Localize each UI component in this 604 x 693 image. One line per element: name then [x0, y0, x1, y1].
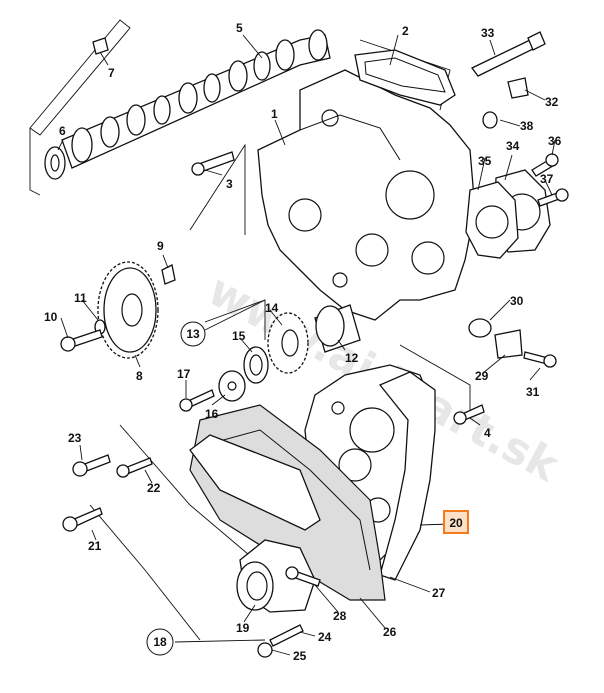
callout-14: 14	[265, 301, 279, 315]
callout-26: 26	[383, 625, 397, 639]
callout-7: 7	[108, 66, 115, 80]
bolt-25	[257, 642, 273, 658]
camshaft-frame-edge	[29, 128, 41, 196]
circlip	[161, 264, 176, 285]
callout-16: 16	[205, 407, 219, 421]
callout-12: 12	[345, 351, 359, 365]
callout-36: 36	[548, 134, 562, 148]
thrust-plate	[218, 370, 246, 402]
cover-bolt-4	[453, 404, 485, 425]
callout-37: 37	[540, 172, 554, 186]
callout-15: 15	[232, 329, 246, 343]
idler-hub	[314, 304, 361, 353]
sensor-probe	[471, 31, 546, 77]
bolt-24	[269, 624, 304, 647]
callout-32: 32	[545, 95, 559, 109]
callout-29: 29	[475, 369, 489, 383]
blanking-gasket	[468, 318, 492, 338]
callout-5: 5	[236, 21, 243, 35]
callout-1: 1	[271, 107, 278, 121]
idler-gear	[267, 312, 309, 374]
callout-35: 35	[478, 154, 492, 168]
callout-28: 28	[333, 609, 347, 623]
highlight-box[interactable]	[443, 510, 469, 534]
pump-gasket	[465, 181, 519, 259]
lower-bolts-frame-2	[89, 504, 201, 641]
front-cover-gasket	[378, 371, 436, 581]
blanking-plate-bolt	[523, 351, 557, 368]
callout-13: 13	[186, 327, 200, 341]
callout-10: 10	[44, 310, 58, 324]
callout-19: 19	[236, 621, 250, 635]
callout-11: 11	[74, 291, 87, 305]
callout-21: 21	[88, 539, 102, 553]
idler-bush	[243, 346, 269, 384]
callout-labels: 1 2 3 4 5 6 7 8 9 10 11 12 14 15 16 17 1…	[44, 21, 562, 663]
sensor-fitting	[507, 77, 529, 99]
thrust-washer	[44, 146, 66, 180]
callout-22: 22	[147, 481, 161, 495]
camshaft-gear	[97, 261, 159, 359]
housing-gasket	[354, 49, 456, 106]
housing-bolt-3	[191, 151, 235, 176]
leader-lines	[57, 34, 556, 656]
lower-cover-plate	[189, 404, 386, 601]
callout-2: 2	[402, 24, 409, 38]
callout-31: 31	[526, 385, 540, 399]
callout-18: 18	[153, 635, 167, 649]
callout-30: 30	[510, 294, 524, 308]
callout-9: 9	[157, 239, 164, 253]
pump-bolt-37	[537, 188, 569, 207]
callout-24: 24	[318, 630, 332, 644]
callout-23: 23	[68, 431, 82, 445]
camshaft	[61, 29, 331, 169]
thrust-plate-bolt	[179, 389, 215, 412]
crank-oil-seal	[236, 561, 274, 611]
callout-34: 34	[506, 139, 520, 153]
callout-4: 4	[484, 426, 491, 440]
gear-bolt	[60, 329, 103, 352]
callout-27: 27	[432, 586, 446, 600]
callout-3: 3	[226, 177, 233, 191]
callout-20-highlight[interactable]: 20	[443, 510, 469, 534]
bolt-28	[285, 566, 321, 587]
callout-13-circle: 13	[180, 321, 206, 347]
callout-6: 6	[59, 124, 66, 138]
camshaft-group-frame	[29, 19, 131, 136]
plug	[482, 111, 498, 129]
callout-8: 8	[136, 369, 143, 383]
bolt-21	[62, 507, 103, 532]
callout-38: 38	[520, 119, 534, 133]
bolt-frame	[189, 143, 246, 235]
callout-17: 17	[177, 367, 191, 381]
blanking-plate	[494, 329, 523, 359]
pump-bolt-36	[531, 153, 559, 177]
bolt-22	[116, 457, 153, 478]
callout-18-circle: 18	[146, 628, 174, 656]
callout-25: 25	[293, 649, 307, 663]
timing-case-housing	[257, 69, 476, 321]
dowel-pin	[92, 37, 109, 55]
front-cover-frame	[399, 344, 471, 410]
callout-20: 20	[449, 516, 463, 530]
callout-33: 33	[481, 26, 495, 40]
lower-bolts-frame	[119, 424, 256, 561]
bolt-23	[72, 454, 111, 477]
